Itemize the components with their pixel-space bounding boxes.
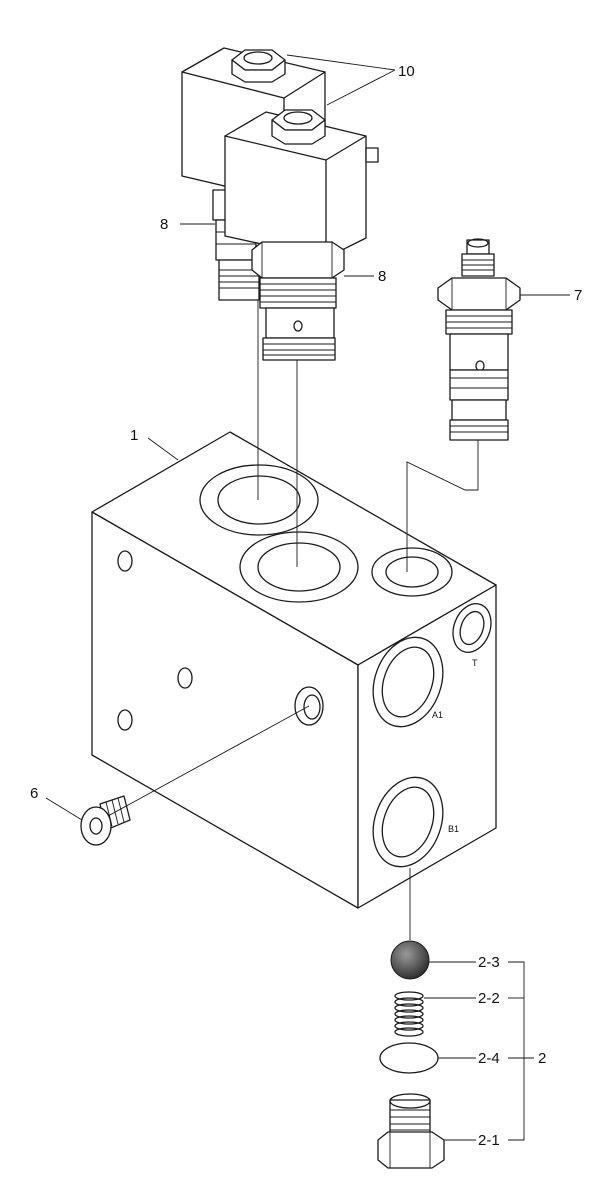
assembly-lines: [107, 300, 479, 940]
callout-leaders: [45, 54, 570, 1141]
callout-2-2: 2-2: [478, 990, 500, 1007]
top-port-relief: [371, 547, 453, 597]
callout-8-rear: 8: [160, 216, 168, 233]
port-T: [452, 603, 492, 653]
callout-6: 6: [30, 785, 38, 802]
callout-2: 2: [538, 1050, 546, 1067]
mounting-hole: [117, 550, 133, 572]
check-spring: [394, 991, 424, 1037]
callout-10: 10: [398, 63, 415, 80]
solenoid-valve-front: [224, 109, 379, 361]
callout-2-1: 2-1: [478, 1132, 500, 1149]
port-B1: [372, 776, 444, 868]
check-ball: [390, 940, 430, 980]
callout-2-3: 2-3: [478, 954, 500, 971]
relief-valve-cartridge: [437, 238, 521, 441]
mounting-hole: [177, 667, 193, 689]
port-A1: [372, 636, 444, 728]
port-label-A1: A1: [432, 710, 443, 720]
callout-7: 7: [574, 287, 582, 304]
callout-8-front: 8: [378, 268, 386, 285]
check-o-ring: [379, 1042, 439, 1074]
check-plug: [377, 1093, 445, 1169]
callout-1: 1: [130, 427, 138, 444]
mounting-hole: [117, 709, 133, 731]
port-label-B1: B1: [448, 824, 459, 834]
callout-2-4: 2-4: [478, 1050, 500, 1067]
manifold-block: [91, 431, 497, 909]
port-label-T: T: [472, 658, 478, 668]
top-port-front: [239, 531, 359, 603]
plug-port: [294, 686, 324, 726]
top-port-rear: [199, 464, 319, 536]
plug-screw: [80, 795, 131, 846]
